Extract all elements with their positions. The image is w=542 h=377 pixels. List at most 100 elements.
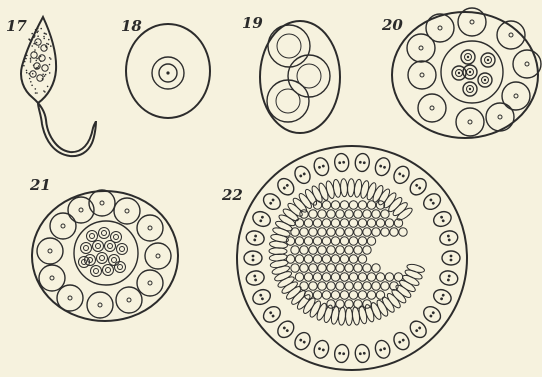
fig17-stipple-dot — [30, 59, 32, 61]
fig22-peripheral-wall — [275, 175, 297, 198]
fig22-peripheral-nucleus — [342, 161, 345, 164]
fig22-peripheral-nucleus — [342, 352, 345, 355]
fig17-stipple-dot — [31, 85, 33, 87]
figure-21-label: 21 — [29, 176, 51, 194]
fig22-columnar-wall — [406, 263, 425, 274]
fig17-stipple-dot — [45, 33, 47, 35]
fig22-inner-cell — [327, 282, 335, 290]
fig22-peripheral-wall — [431, 209, 453, 229]
fig20-peripheral-nucleus — [525, 62, 529, 66]
fig17-stipple-dot — [43, 90, 45, 92]
fig22-columnar-cell — [308, 299, 322, 318]
figure-18-label: 18 — [121, 17, 142, 35]
fig22-peripheral-cell — [261, 191, 284, 213]
fig22-columnar-wall — [269, 248, 287, 255]
fig21-core-cell — [99, 228, 110, 239]
fig22-peripheral-nucleus — [398, 340, 402, 344]
fig21-core-inner — [100, 256, 105, 261]
fig21-core-cell — [105, 241, 116, 252]
fig22-inner-cell — [340, 255, 348, 263]
fig17-stipple-dot — [44, 75, 46, 77]
fig22-inner-cell — [354, 228, 362, 236]
fig20-core-dot — [487, 59, 489, 61]
fig22-peripheral-cell — [407, 318, 429, 341]
fig21-core-inner — [108, 244, 113, 249]
fig22-peripheral-cell — [373, 156, 392, 177]
fig22-columnar-cell — [340, 179, 348, 197]
fig22-inner-cell — [322, 237, 330, 245]
fig22-inner-cell — [345, 282, 353, 290]
fig17-stipple-dot — [49, 64, 51, 66]
fig17-stipple-dot — [49, 72, 51, 74]
fig17-nucleus — [35, 39, 41, 45]
fig22-inner-cell — [331, 273, 339, 281]
fig22-columnar-cell — [395, 206, 414, 222]
fig22-columnar-cell — [271, 264, 290, 276]
figure-20: 20 — [381, 8, 541, 138]
fig17-stipple-dot — [24, 61, 26, 63]
figure-22-label: 22 — [221, 186, 243, 204]
fig22-inner-cell — [367, 219, 375, 227]
fig22-inner-cell — [309, 246, 317, 254]
fig22-inner-cell — [331, 201, 339, 209]
fig22-peripheral-nucleus — [429, 198, 433, 202]
fig22-inner-cell — [363, 228, 371, 236]
fig20-core-dot — [484, 79, 486, 81]
fig22-peripheral-nucleus — [429, 314, 433, 318]
fig22-inner-cell — [394, 273, 402, 281]
fig22-inner-cell — [372, 228, 380, 236]
fig22-peripheral-nucleus — [448, 238, 451, 241]
fig22-inner-cell — [381, 228, 389, 236]
fig22-peripheral-cell — [245, 229, 266, 246]
fig22-peripheral-nucleus — [282, 326, 286, 330]
fig21-peripheral-nucleus — [48, 249, 52, 253]
fig22-inner-cell — [295, 273, 303, 281]
fig21-peripheral-cell — [114, 198, 140, 224]
fig22-inner-cell — [300, 246, 308, 254]
fig17-stipple-dot — [49, 57, 51, 59]
fig22-peripheral-wall — [421, 191, 444, 213]
fig22-peripheral-nucleus — [441, 219, 445, 223]
fig20-peripheral-nucleus — [498, 115, 502, 119]
fig21-core-cell — [103, 265, 114, 276]
fig22-inner-cell — [295, 237, 303, 245]
fig22-inner-cell — [295, 255, 303, 263]
fig22-peripheral-wall — [439, 269, 460, 286]
fig22-peripheral-nucleus — [441, 293, 445, 297]
fig22-peripheral-cell — [275, 318, 297, 341]
fig17-stipple-dot — [31, 33, 33, 35]
fig22-inner-cell — [313, 237, 321, 245]
fig21-core-inner — [94, 269, 99, 274]
fig17-stipple-dot — [30, 61, 32, 63]
fig19-cell-top-inner — [277, 34, 301, 58]
fig22-inner-cell — [300, 228, 308, 236]
fig22-peripheral-cell — [391, 164, 412, 187]
fig20-core-dot — [469, 88, 471, 90]
fig17-stipple-dot — [36, 32, 38, 34]
fig22-peripheral-wall — [275, 318, 297, 341]
fig22-inner-cell — [340, 291, 348, 299]
fig21-peripheral-nucleus — [61, 224, 65, 228]
figure-18: 18 — [121, 17, 210, 118]
fig22-peripheral-cell — [251, 209, 273, 229]
fig20-core-cells — [452, 50, 495, 96]
fig22-columnar-cell — [406, 263, 425, 274]
fig22-peripheral-nucleus — [271, 314, 275, 318]
fig22-peripheral-cell — [334, 344, 350, 363]
fig22-peripheral-nucleus — [322, 164, 326, 168]
fig22-columnar-wall — [345, 307, 352, 325]
fig22-columnar-wall — [404, 268, 423, 281]
fig22-peripheral-nucleus — [254, 278, 257, 281]
fig20-core-dot — [467, 56, 469, 58]
fig22-peripheral-nucleus — [383, 166, 387, 170]
fig22-peripheral-nucleus — [418, 326, 422, 330]
fig17-stipple-dot — [36, 60, 38, 62]
fig22-inner-cell — [381, 210, 389, 218]
fig22-peripheral-cell — [431, 287, 453, 307]
fig22-peripheral-wall — [373, 339, 392, 360]
fig22-inner-cell — [340, 273, 348, 281]
fig22-columnar-cell — [269, 248, 287, 255]
fig22-inner-cell — [385, 273, 393, 281]
fig22-peripheral-nucleus — [359, 352, 362, 355]
fig22-peripheral-wall — [312, 339, 331, 360]
